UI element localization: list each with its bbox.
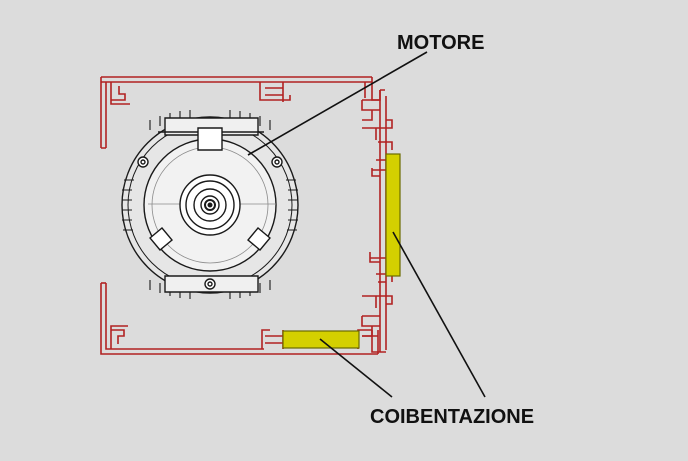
insulation-panel-vertical bbox=[385, 153, 401, 277]
motor-cooling-fins bbox=[122, 110, 298, 299]
insulation-leader-line-panel bbox=[392, 231, 486, 398]
motor-label: MOTORE bbox=[397, 32, 484, 54]
insulation-panels bbox=[282, 153, 401, 349]
leader-lines bbox=[247, 51, 486, 398]
motor-leader-line bbox=[247, 51, 428, 156]
frame-profile bbox=[100, 76, 393, 355]
insulation-label: COIBENTAZIONE bbox=[370, 406, 534, 428]
motor-bolts bbox=[137, 156, 283, 290]
insulation-leader-line-bottom bbox=[319, 338, 393, 398]
motor-drawing bbox=[121, 110, 299, 299]
